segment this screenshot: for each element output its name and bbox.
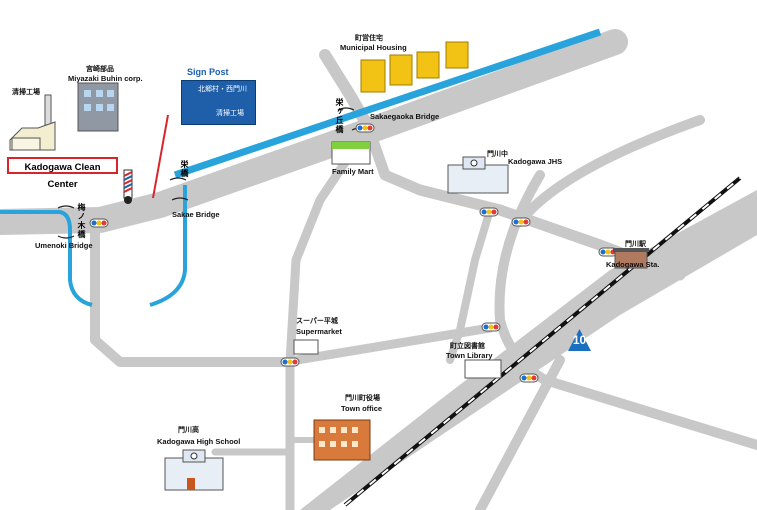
route-10-shield-icon: 10	[566, 327, 593, 354]
station-building-icon	[613, 248, 649, 269]
clean-center-factory-icon	[9, 94, 56, 151]
road-diagonal-south	[475, 355, 565, 510]
family-mart-label: Family Mart	[332, 167, 374, 176]
miyazaki-en-label: Miyazaki Buhin corp.	[68, 74, 143, 83]
library-jp-label: 町立図書館	[450, 342, 485, 350]
sign-post-board: 北郷村・西門川 清掃工場	[181, 80, 256, 125]
housing-en-label: Municipal Housing	[340, 43, 407, 52]
supermarket-en-label: Supermarket	[296, 327, 342, 336]
municipal-housing-icon	[360, 41, 469, 93]
high-school-en-label: Kadogawa High School	[157, 437, 241, 446]
town-office-jp-label: 門川町役場	[345, 394, 380, 402]
sign-post-line-2: 清掃工場	[216, 109, 244, 117]
sakaegaoka-en-label: Sakaegaoka Bridge	[370, 112, 440, 121]
sign-post-title: Sign Post	[187, 67, 229, 77]
sakaegaoka-jp-label: 栄ヶ丘橋	[335, 98, 344, 134]
library-en-label: Town Library	[446, 351, 493, 360]
highway-band	[300, 190, 757, 510]
sign-post-pointer	[152, 114, 169, 199]
clean-center-jp-label: 清掃工場	[12, 88, 40, 96]
school-jhs-icon	[447, 156, 509, 194]
miyazaki-buhin-building-icon	[77, 82, 119, 132]
station-jp-label: 門川駅	[625, 240, 646, 248]
miyazaki-jp-label: 宮崎部品	[86, 65, 114, 73]
supermarket-jp-label: スーパー平城	[296, 317, 338, 325]
town-office-building-icon	[313, 419, 371, 461]
route-number: 10	[572, 333, 587, 347]
main-road	[0, 29, 628, 235]
railway-ties	[344, 177, 741, 506]
station-en-label: Kadogawa Sta.	[606, 260, 660, 269]
river-upper	[173, 28, 602, 179]
sign-post-line-1: 北郷村・西門川	[198, 85, 247, 93]
river-sakae-channel	[149, 185, 187, 307]
road-east-branch	[515, 115, 705, 227]
road-vertical-center	[285, 150, 355, 510]
jhs-jp-label: 門川中	[487, 150, 508, 158]
sakae-en-label: Sakae Bridge	[172, 210, 220, 219]
clean-center-highlight-box: Kadogawa Clean Center	[7, 157, 118, 190]
barber-pole-icon	[123, 169, 133, 204]
road-north-junction	[319, 49, 376, 136]
road-to-library	[446, 206, 494, 364]
housing-jp-label: 町営住宅	[355, 34, 383, 42]
umenoki-jp-label: 梅ノ木橋	[77, 203, 86, 239]
supermarket-icon	[293, 339, 319, 355]
sakae-jp-label: 栄橋	[180, 160, 189, 178]
family-mart-icon	[331, 141, 371, 165]
high-school-icon	[164, 449, 224, 491]
town-office-en-label: Town office	[341, 404, 383, 413]
traffic-lights	[89, 123, 618, 383]
river-west-channel	[0, 210, 93, 307]
jhs-en-label: Kadogawa JHS	[508, 157, 563, 166]
route-shield-shape	[568, 329, 591, 351]
road-left-loop	[90, 217, 290, 367]
umenoki-en-label: Umenoki Bridge	[35, 241, 93, 250]
town-library-icon	[464, 359, 502, 379]
high-school-jp-label: 門川高	[178, 426, 199, 434]
